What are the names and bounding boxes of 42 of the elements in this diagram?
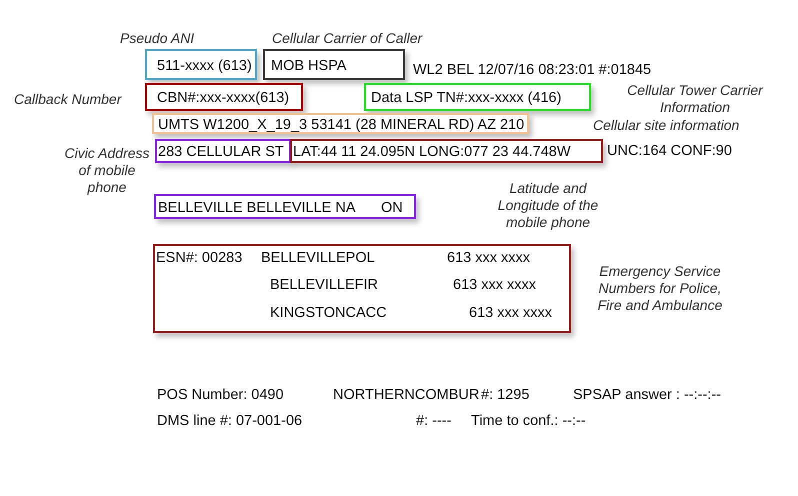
civic-address-box bbox=[155, 139, 291, 163]
field-text: 613 xxx xxxx bbox=[453, 276, 536, 294]
city-box bbox=[154, 194, 416, 219]
annotation-label: Callback Number bbox=[14, 91, 122, 108]
field-text: ON bbox=[381, 199, 403, 217]
call-record-text: #: 1295 bbox=[481, 386, 530, 404]
annotation-label: Pseudo ANI bbox=[120, 30, 194, 47]
cell-site-box bbox=[152, 113, 529, 134]
call-record-text: Time to conf.: --:-- bbox=[471, 412, 586, 430]
field-text: BELLEVILLEPOL bbox=[261, 249, 375, 267]
call-record-text: DMS line #: 07-001-06 bbox=[157, 412, 302, 430]
call-record-text: UNC:164 CONF:90 bbox=[607, 142, 732, 160]
field-text: 511-xxxx (613) bbox=[157, 57, 252, 75]
phone-number-box bbox=[145, 49, 257, 80]
annotation-label: Civic Address of mobile phone bbox=[63, 145, 151, 196]
call-record-text: #: ---- bbox=[416, 412, 452, 430]
field-text: Data LSP TN#:xxx-xxxx (416) bbox=[371, 89, 562, 107]
field-text: BELLEVILLEFIR bbox=[270, 276, 378, 294]
field-text: ESN#: 00283 bbox=[156, 249, 242, 267]
field-text: 283 CELLULAR ST bbox=[158, 143, 284, 161]
field-text: BELLEVILLE BELLEVILLE NA bbox=[158, 199, 356, 217]
field-text: 613 xxx xxxx bbox=[469, 304, 552, 322]
field-text: UMTS W1200_X_19_3 53141 (28 MINERAL RD) AZ 210 bbox=[158, 116, 524, 134]
field-text: KINGSTONCACC bbox=[270, 304, 387, 322]
call-record-text: NORTHERNCOMBUR bbox=[333, 386, 480, 404]
field-text: 613 xxx xxxx bbox=[447, 249, 530, 267]
call-record-text: POS Number: 0490 bbox=[157, 386, 284, 404]
annotation-label: Latitude and Longitude of the mobile phone bbox=[496, 180, 600, 231]
data-number-box bbox=[364, 83, 591, 111]
annotation-label: Cellular Tower Carrier Information bbox=[626, 82, 764, 116]
field-text: CBN#:xxx-xxxx(613) bbox=[157, 89, 290, 107]
field-text: LAT:44 11 24.095N LONG:077 23 44.748W bbox=[293, 143, 571, 161]
callback-number-box bbox=[145, 83, 303, 111]
call-record-text: WL2 BEL 12/07/16 08:23:01 #:01845 bbox=[413, 61, 652, 79]
carrier-box bbox=[263, 49, 405, 80]
call-record-text: SPSAP answer : --:--:-- bbox=[573, 386, 721, 404]
annotation-label: Cellular site information bbox=[593, 117, 740, 134]
emergency-numbers-box bbox=[153, 244, 571, 333]
coordinates-box bbox=[290, 139, 603, 163]
field-text: MOB HSPA bbox=[271, 57, 346, 75]
annotation-label: Cellular Carrier of Caller bbox=[272, 30, 422, 47]
annotation-label: Emergency Service Numbers for Police, Fire and Ambulance bbox=[596, 263, 724, 314]
